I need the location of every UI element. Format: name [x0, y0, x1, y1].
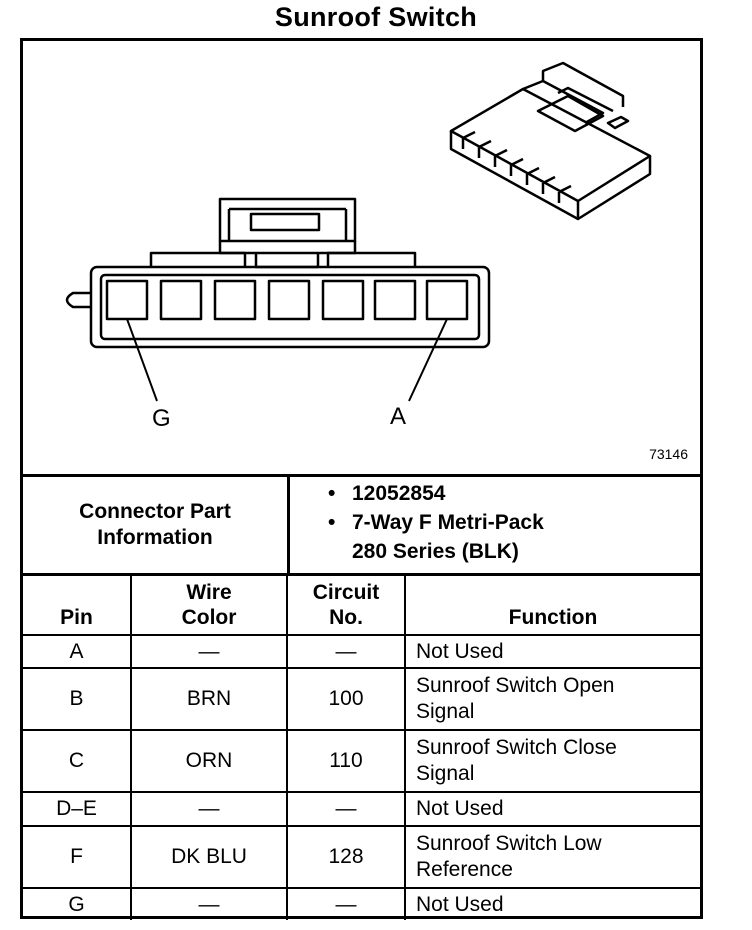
- connector-desc-line1: 7-Way F Metri-Pack: [328, 508, 544, 537]
- table-row: A — — Not Used: [23, 634, 700, 669]
- function-line1: Sunroof Switch Open: [416, 674, 615, 697]
- header-wire-color: Wire Color: [130, 573, 288, 636]
- function-cell: Not Used: [404, 634, 700, 669]
- function-cell: Not Used: [404, 887, 700, 920]
- pin-label-a: A: [390, 403, 407, 430]
- header-circuit-line1: Circuit: [312, 581, 380, 604]
- table-row: F DK BLU 128 Sunroof Switch Low Referenc…: [23, 825, 700, 889]
- diagram-title: Sunroof Switch: [274, 2, 478, 32]
- function-line2: Reference: [416, 858, 513, 881]
- pin-cell: G: [23, 887, 132, 920]
- function-line1: Sunroof Switch Close: [416, 736, 617, 759]
- wire-cell: —: [130, 791, 288, 827]
- pin-label-g: G: [152, 405, 171, 432]
- wire-cell: ORN: [130, 729, 288, 793]
- connector-drawing: [65, 61, 652, 402]
- pin-cell: D–E: [23, 791, 132, 827]
- part-number: 12052854: [328, 479, 544, 508]
- table-row: G — — Not Used: [23, 887, 700, 920]
- table-header-row: Pin Wire Color Circuit No. Function: [23, 573, 700, 636]
- wire-cell: DK BLU: [130, 825, 288, 889]
- connector-desc-line2: 280 Series (BLK): [352, 540, 519, 563]
- function-cell: Sunroof Switch Close Signal: [404, 729, 700, 793]
- wire-cell: —: [130, 887, 288, 920]
- function-line2: Signal: [416, 700, 475, 723]
- pin-cell: A: [23, 634, 132, 669]
- table-row: C ORN 110 Sunroof Switch Close Signal: [23, 729, 700, 793]
- connector-info-values: 12052854 7-Way F Metri-Pack 280 Series (…: [328, 479, 544, 566]
- circuit-cell: 128: [286, 825, 406, 889]
- circuit-cell: —: [286, 634, 406, 669]
- connector-info-label-line2: Information: [97, 526, 213, 549]
- header-wire-line2: Color: [181, 606, 237, 629]
- circuit-cell: 100: [286, 667, 406, 731]
- circuit-cell: 110: [286, 729, 406, 793]
- header-function: Function: [404, 573, 700, 636]
- function-line2: Signal: [416, 762, 475, 785]
- connector-info-section: Connector Part Information 12052854 7-Wa…: [23, 474, 700, 576]
- header-circuit-no: Circuit No.: [286, 573, 406, 636]
- figure-code: 73146: [649, 446, 688, 462]
- function-line1: Sunroof Switch Low: [416, 832, 602, 855]
- pin-table: Pin Wire Color Circuit No. Function A — …: [23, 573, 700, 920]
- function-cell: Not Used: [404, 791, 700, 827]
- wire-cell: BRN: [130, 667, 288, 731]
- header-circuit-line2: No.: [329, 606, 363, 629]
- connector-info-label-line1: Connector Part: [79, 500, 231, 523]
- header-pin: Pin: [23, 573, 132, 636]
- header-wire-line1: Wire: [186, 581, 232, 604]
- function-cell: Sunroof Switch Open Signal: [404, 667, 700, 731]
- pin-cell: C: [23, 729, 132, 793]
- table-row: B BRN 100 Sunroof Switch Open Signal: [23, 667, 700, 731]
- wire-cell: —: [130, 634, 288, 669]
- circuit-cell: —: [286, 887, 406, 920]
- function-line1: Not Used: [416, 892, 504, 916]
- function-line1: Not Used: [416, 797, 504, 820]
- connector-face-view: [65, 197, 491, 402]
- diagram-frame: G A 73146 Connector Part Information 120…: [20, 38, 703, 920]
- table-row: D–E — — Not Used: [23, 791, 700, 827]
- circuit-cell: —: [286, 791, 406, 827]
- pin-cell: B: [23, 667, 132, 731]
- connector-info-label: Connector Part Information: [23, 477, 290, 573]
- connector-iso-icon: [449, 61, 652, 221]
- function-cell: Sunroof Switch Low Reference: [404, 825, 700, 889]
- function-line1: Not Used: [416, 639, 504, 663]
- pin-cell: F: [23, 825, 132, 889]
